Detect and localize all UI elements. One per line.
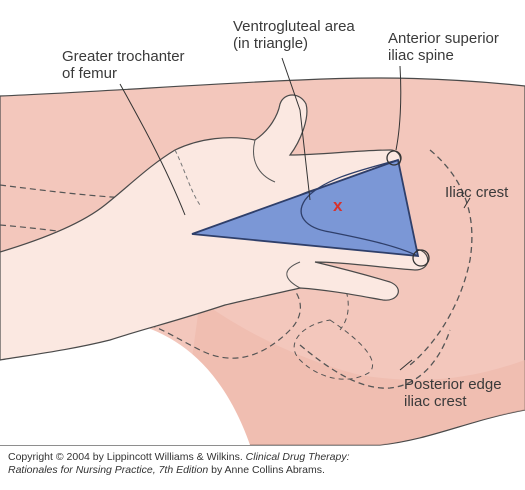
- injection-site-mark: x: [333, 196, 342, 216]
- label-iliac-crest: Iliac crest: [445, 184, 508, 201]
- label-ventrogluteal: Ventrogluteal area (in triangle): [233, 18, 355, 52]
- label-greater-trochanter: Greater trochanter of femur: [62, 48, 185, 82]
- label-asis: Anterior superior iliac spine: [388, 30, 499, 64]
- label-posterior-edge: Posterior edge iliac crest: [404, 376, 502, 410]
- credit-line-1: Copyright © 2004 by Lippincott Williams …: [8, 451, 520, 464]
- copyright-credit: Copyright © 2004 by Lippincott Williams …: [8, 451, 520, 477]
- credit-line-2: Rationales for Nursing Practice, 7th Edi…: [8, 464, 520, 477]
